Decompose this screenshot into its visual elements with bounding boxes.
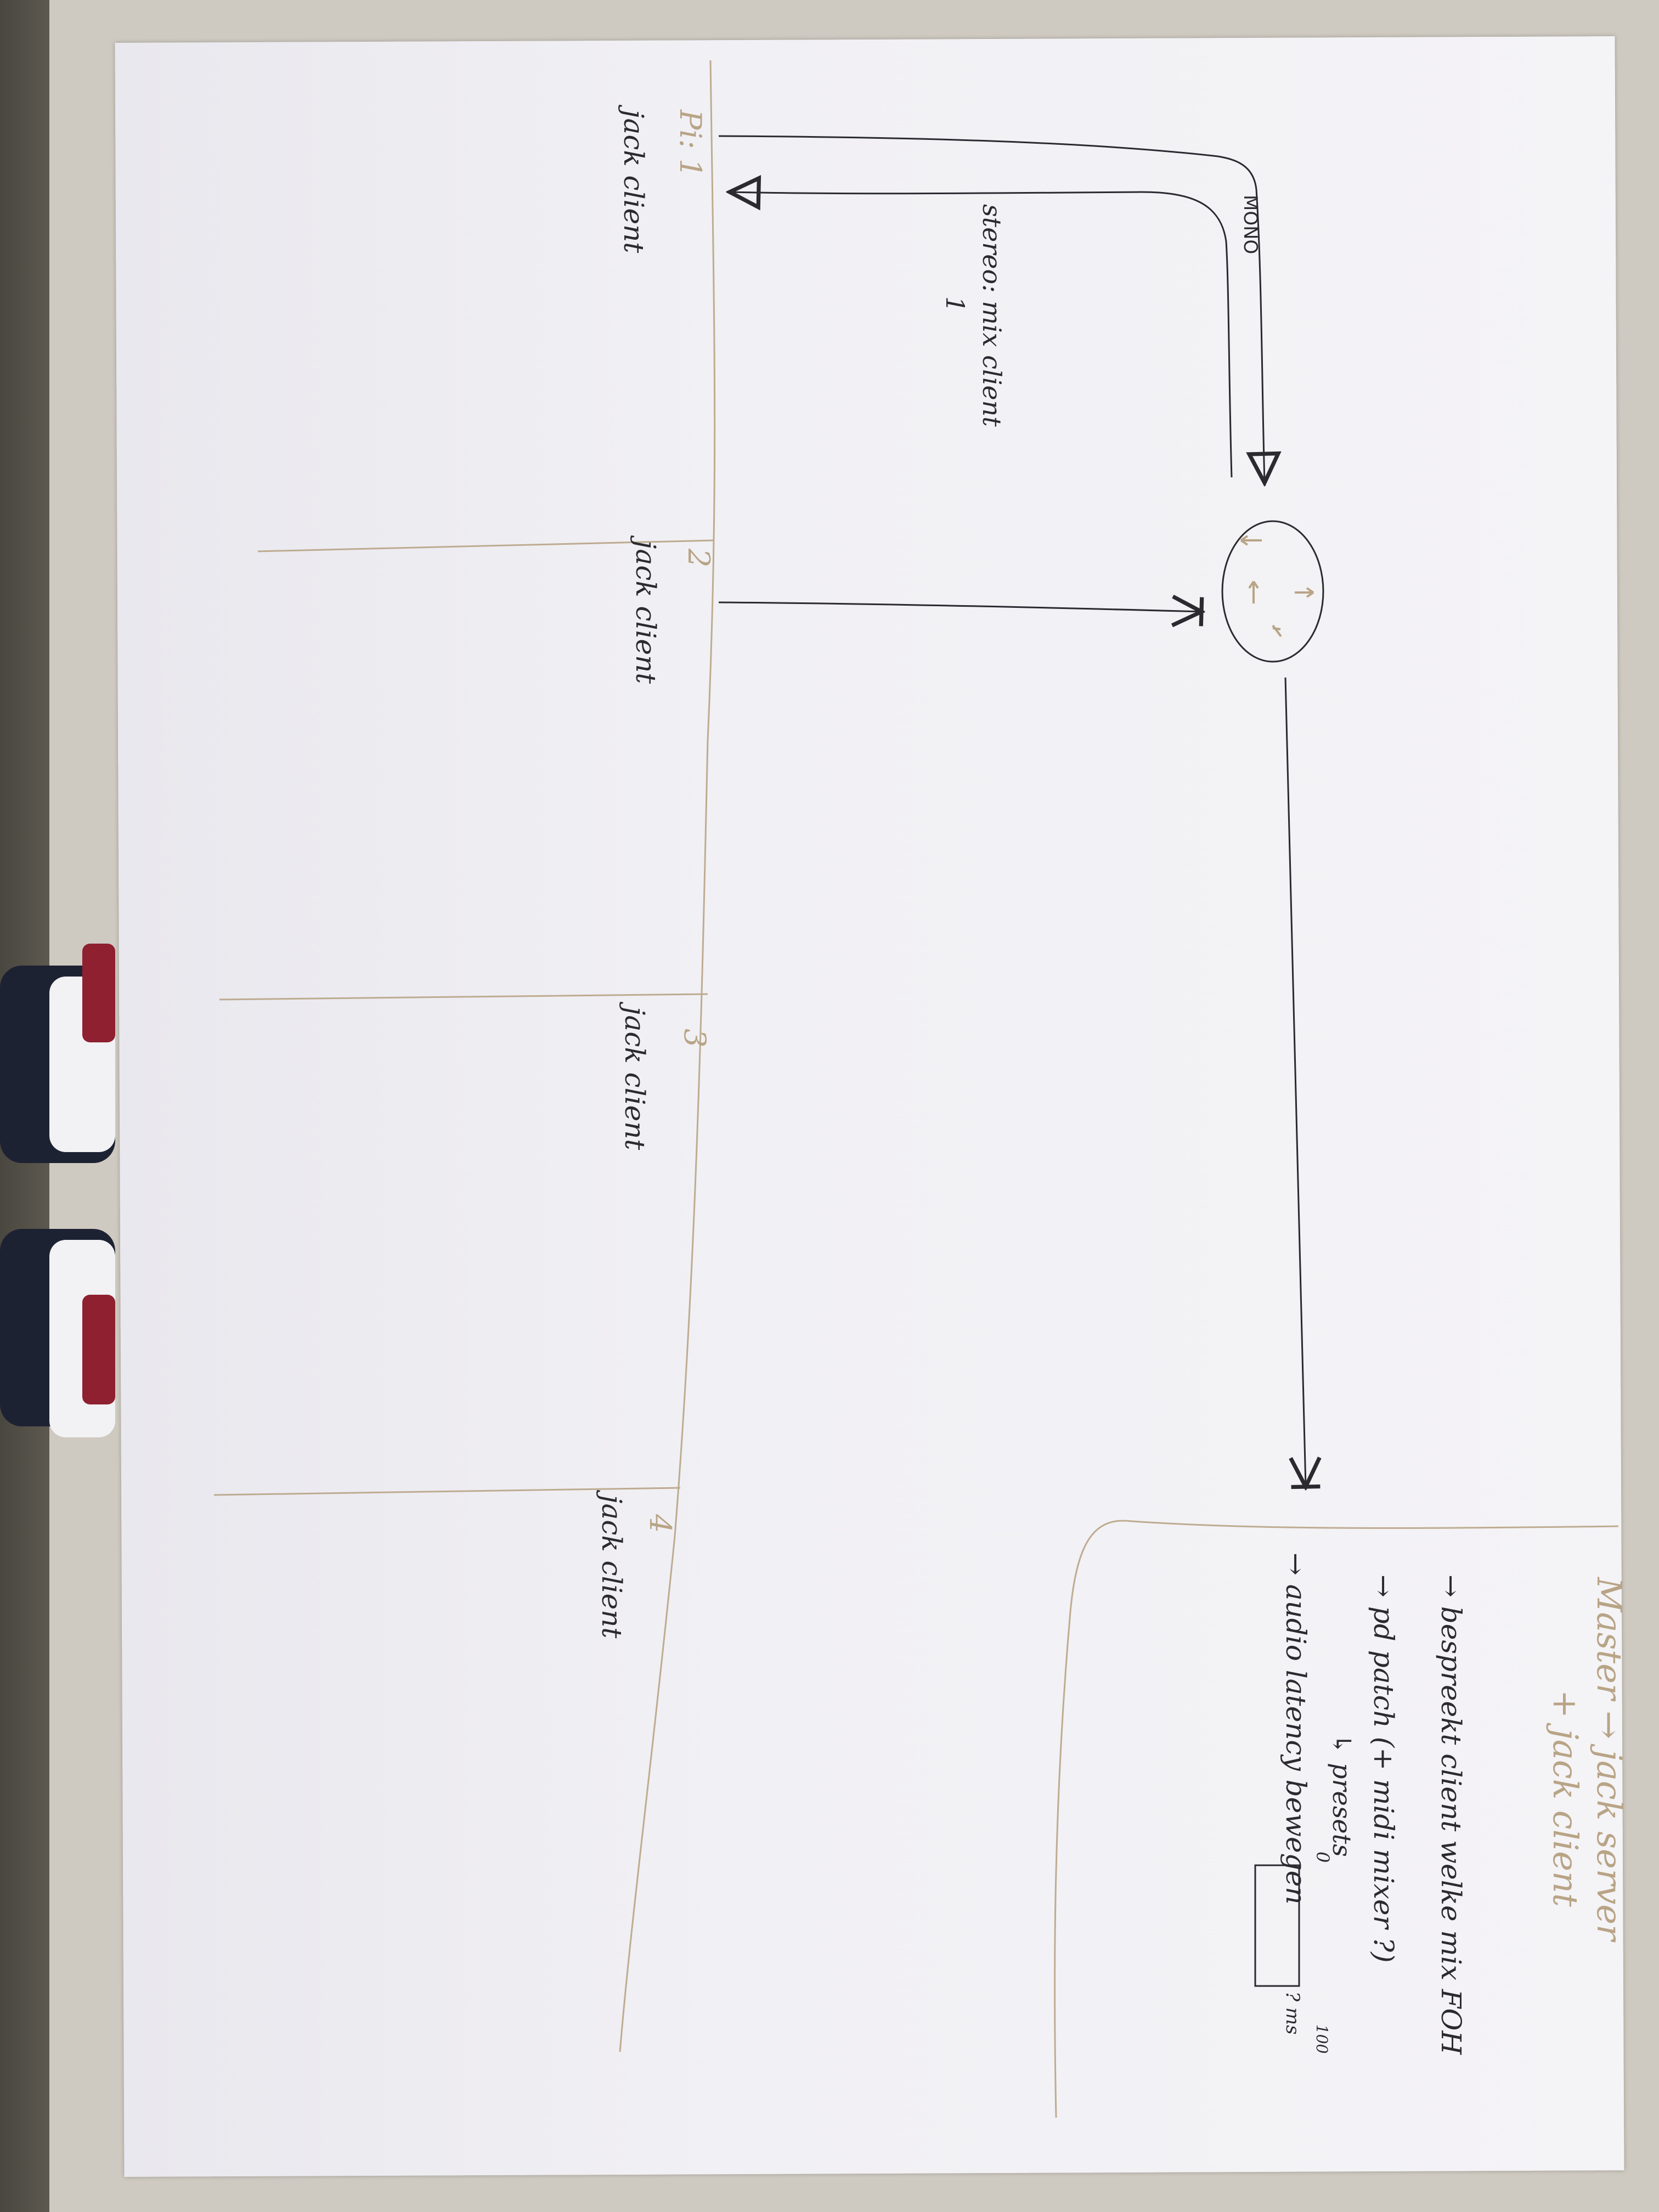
svg-text:? ms: ? ms: [1282, 1991, 1304, 2035]
master-section-line: [1054, 1520, 1619, 2118]
mixer-to-master-line: [1284, 677, 1306, 1487]
latency-slider: [1254, 1864, 1300, 1987]
pi-divider-1-2: [257, 539, 714, 552]
svg-text:↳ presets: ↳ presets: [1327, 1734, 1357, 1857]
stereo-return-line: [730, 192, 1233, 478]
stereo-label-line2: 1: [940, 296, 970, 312]
svg-text:+ jack client: + jack client: [1545, 1690, 1585, 1907]
svg-text:0: 0: [1312, 1852, 1333, 1863]
svg-text:1: 1: [940, 296, 970, 312]
pi4-client-label: jack client: [596, 1489, 628, 1639]
master-note-1: → bespreekt client welke mix FOH: [1435, 1575, 1467, 2056]
svg-text:→ audio latency bewegen: → audio latency bewegen: [1280, 1553, 1312, 1904]
latency-high-label: 100: [1313, 2024, 1331, 2053]
shoe-left-laces: [82, 944, 115, 1042]
svg-text:stereo: mix client: stereo: mix client: [977, 204, 1007, 427]
pi-divider-2-3: [219, 993, 708, 1001]
mixer-circle-icon: [1221, 520, 1324, 663]
svg-text:3: 3: [678, 1029, 712, 1047]
svg-text:MONO: MONO: [1239, 195, 1261, 254]
pi2-number-label: 2: [681, 548, 716, 567]
master-note-2: → pd patch (+ midi mixer ?): [1368, 1575, 1400, 1963]
stereo-label-line1: stereo: mix client: [977, 204, 1007, 427]
pi-divider-3-4: [213, 1487, 681, 1496]
mono-label: MONO: [1239, 195, 1261, 254]
svg-text:→ bespreekt client welke mix F: → bespreekt client welke mix FOH: [1435, 1575, 1467, 2056]
svg-text:100: 100: [1313, 2024, 1331, 2053]
pi1-client-label: jack client: [618, 104, 650, 253]
svg-text:jack client: jack client: [630, 535, 662, 684]
svg-text:2: 2: [681, 548, 716, 567]
master-note-3: ↳ presets: [1327, 1734, 1357, 1857]
shoe-right-laces: [82, 1295, 115, 1404]
latency-unit-label: ? ms: [1282, 1991, 1304, 2035]
pi1-number: Pi: 1: [673, 109, 708, 177]
svg-text:jack client: jack client: [618, 104, 650, 253]
master-note-4: → audio latency bewegen: [1280, 1553, 1312, 1904]
pi-grid-lines: [213, 60, 1619, 2118]
pi2-client-label: jack client: [630, 535, 662, 684]
svg-text:→ pd patch (+ midi mixer ?): → pd patch (+ midi mixer ?): [1368, 1575, 1400, 1963]
master-title-line2: + jack client: [1545, 1690, 1585, 1907]
mono-line: [718, 135, 1265, 483]
pi4-number-label: 4: [643, 1514, 678, 1533]
pi2-line: [718, 602, 1201, 612]
svg-text:jack client: jack client: [619, 1001, 651, 1150]
svg-text:4: 4: [643, 1514, 678, 1533]
pi3-client-label: jack client: [619, 1001, 651, 1150]
pi1-label-group: Pi: 1: [673, 109, 708, 177]
master-title-line1: Master → jack server: [1589, 1577, 1629, 1943]
signal-lines: [718, 135, 1306, 1487]
pi3-number-label: 3: [678, 1029, 712, 1047]
svg-text:Master → jack server: Master → jack server: [1589, 1577, 1629, 1943]
pi-column-divider: [619, 60, 716, 2052]
svg-text:jack client: jack client: [596, 1489, 628, 1639]
latency-low-label: 0: [1312, 1852, 1333, 1863]
